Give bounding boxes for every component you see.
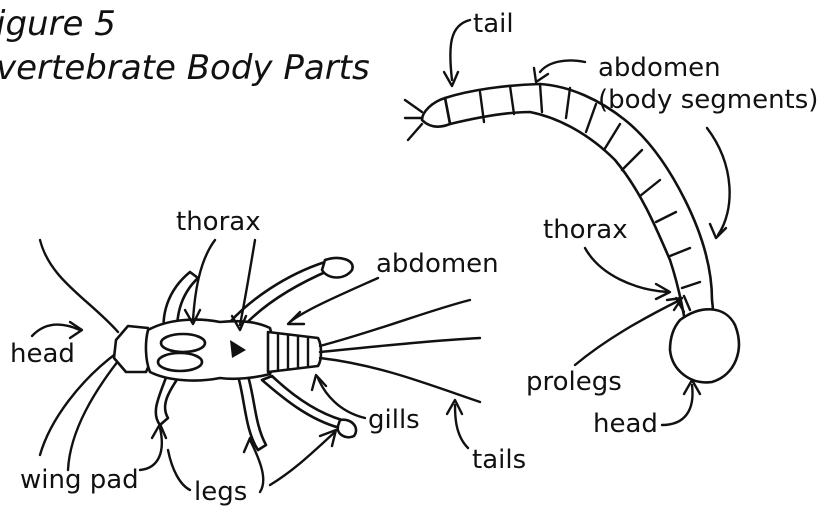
label-body-segments: (body segments)	[598, 86, 818, 114]
label-wing-pad: wing pad	[20, 466, 139, 494]
label-abdomen-left: abdomen	[376, 250, 499, 278]
label-thorax-left: thorax	[176, 208, 261, 236]
label-head-left: head	[10, 340, 75, 368]
label-head-right: head	[593, 410, 658, 438]
label-legs: legs	[194, 478, 247, 506]
label-gills: gills	[368, 406, 420, 434]
label-thorax-right: thorax	[543, 216, 628, 244]
label-prolegs: prolegs	[526, 368, 622, 396]
label-tails: tails	[472, 446, 526, 474]
label-abdomen-right: abdomen	[598, 54, 721, 82]
label-tail: tail	[473, 10, 514, 38]
